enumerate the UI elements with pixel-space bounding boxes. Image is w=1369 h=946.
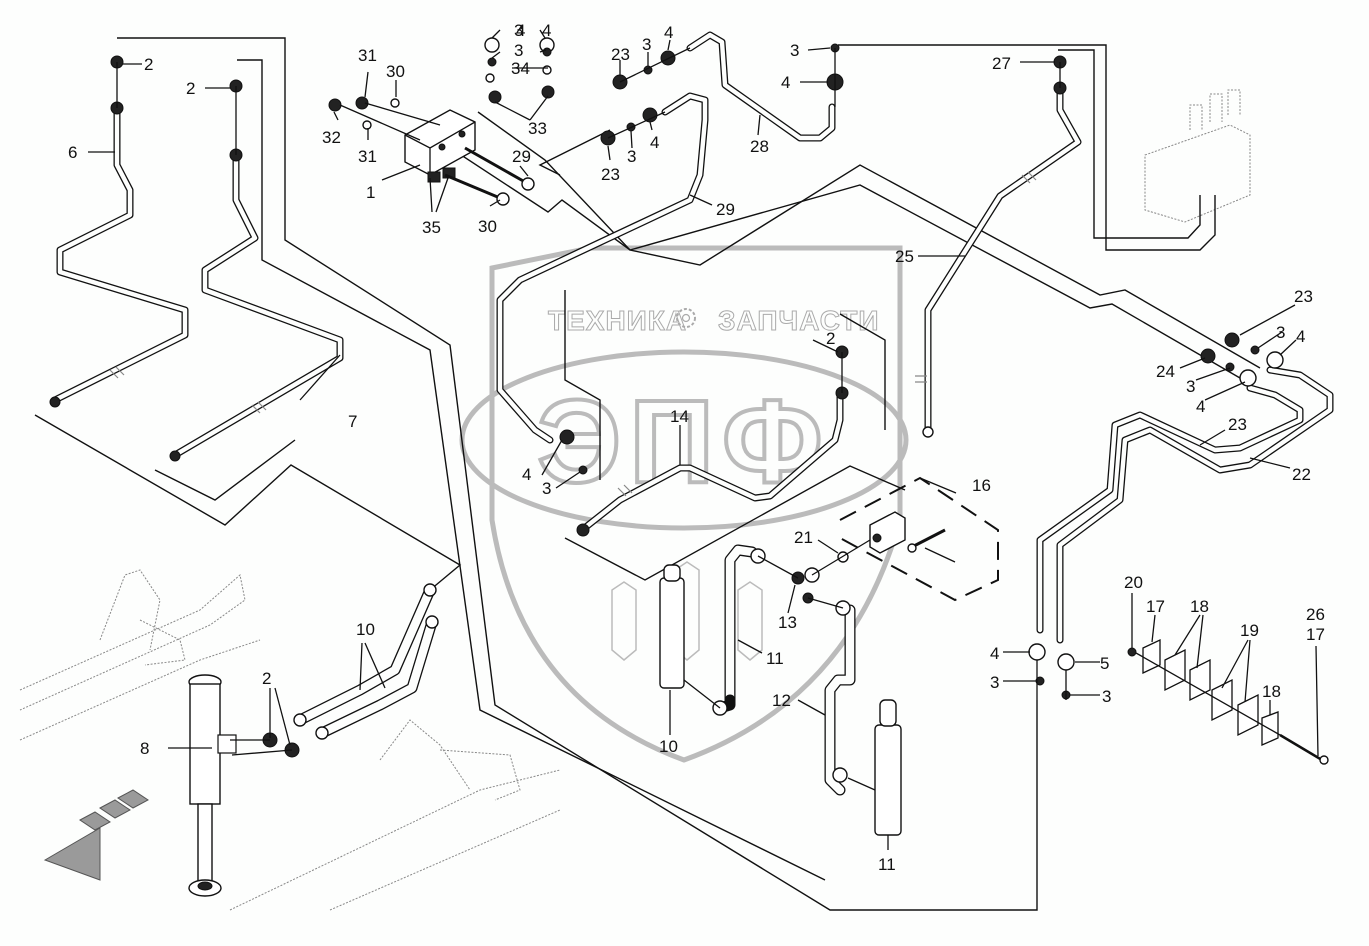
callout-label: 33 (528, 119, 547, 138)
callout-label: 3 (642, 35, 651, 54)
pipe-27 (686, 31, 836, 142)
callout-label: 6 (68, 143, 77, 162)
pipe-22 (1036, 384, 1304, 634)
chassis-outline (19, 89, 1251, 911)
leader-lines (88, 29, 1319, 850)
pipe-28 (496, 92, 709, 444)
valve-14-group (839, 476, 999, 602)
callout-label: 1 (366, 183, 375, 202)
callout-label: 2 (144, 55, 153, 74)
callout-label: 23 (1294, 287, 1313, 306)
callout-label: 30 (478, 217, 497, 236)
callout-label: 23 (611, 45, 630, 64)
callout-label: 14 (670, 407, 689, 426)
callout-label: 31 (358, 147, 377, 166)
pipe-24 (924, 84, 1082, 434)
callout-label: 13 (778, 613, 797, 632)
callout-label: 12 (772, 691, 791, 710)
callout-label: 2 (186, 79, 195, 98)
callout-label: 28 (750, 137, 769, 156)
callout-label: 4 (522, 465, 531, 484)
watermark-shield (489, 245, 903, 763)
callout-label: 29 (512, 147, 531, 166)
callout-label: 4 (990, 644, 999, 663)
callout-label: 21 (794, 528, 813, 547)
callout-label: 4 (516, 21, 525, 40)
callout-label: 3 (1186, 377, 1195, 396)
callout-label: 16 (972, 476, 991, 495)
callout-label: 3 (514, 21, 523, 40)
valve-block-1 (404, 109, 476, 183)
callout-label: 3 (990, 673, 999, 692)
callout-label: 11 (766, 649, 784, 668)
callout-label: 18 (1190, 597, 1209, 616)
fittings (49, 37, 1284, 791)
break-marks (109, 171, 1037, 497)
callout-label: 5 (1100, 654, 1109, 673)
callout-label: 4 (650, 133, 659, 152)
pipe-13 (578, 391, 844, 534)
callout-label: 2 (826, 329, 835, 348)
callout-label: 30 (386, 62, 405, 81)
callout-label: 3 (1276, 323, 1285, 342)
hose-11-left (714, 544, 758, 714)
callout-label: 4 (664, 23, 673, 42)
callout-label: 2 (262, 669, 271, 688)
hose-8 (294, 584, 438, 739)
cylinder-10-right (874, 699, 902, 836)
callout-label: 31 (358, 46, 377, 65)
cylinder-7 (188, 674, 237, 897)
pipe-21 (1056, 366, 1334, 644)
callout-label: 25 (895, 247, 914, 266)
callout-label: 4 (1196, 397, 1205, 416)
hoses (294, 544, 856, 796)
clamp-assembly (1127, 638, 1329, 765)
callout-label: 3 (1102, 687, 1111, 706)
callout-label: 4 (1296, 327, 1305, 346)
callout-label: 8 (140, 739, 149, 758)
callout-label: 17 (1306, 625, 1325, 644)
callout-label: 3 (627, 147, 636, 166)
callout-label: 24 (1156, 362, 1175, 381)
callout-labels: 2 2 2 2 3 3 3 3 3 3 3 3 3 3 4 4 4 4 4 4 … (68, 21, 1325, 874)
callout-label: 4 (542, 21, 551, 40)
watermark-text-right: ЗАПЧАСТИ (718, 305, 879, 336)
routing-lines (34, 37, 1261, 911)
pipes (51, 31, 1334, 644)
callout-label: 23 (1228, 415, 1247, 434)
callout-label: 10 (659, 737, 678, 756)
callout-label: 19 (1240, 621, 1259, 640)
callout-label: 35 (422, 218, 441, 237)
callout-label: 11 (878, 855, 896, 874)
callout-label: 20 (1124, 573, 1143, 592)
callout-label: 32 (322, 128, 341, 147)
watermark-logo-letters: ЭПФ (537, 376, 830, 508)
callout-label: 18 (1262, 682, 1281, 701)
cylinder-10-left (659, 564, 685, 689)
callout-label: 17 (1146, 597, 1165, 616)
direction-arrow-icon (43, 789, 149, 881)
hose-11-right (824, 604, 856, 796)
callout-label: 29 (716, 200, 735, 219)
callout-label: 26 (1306, 605, 1325, 624)
callout-label: 23 (601, 165, 620, 184)
gear-icon (676, 308, 696, 328)
callout-label: 3 (542, 479, 551, 498)
callout-label: 34 (511, 59, 530, 78)
callout-label: 3 (790, 41, 799, 60)
callout-label: 7 (348, 412, 357, 431)
callout-label: 4 (781, 73, 790, 92)
callout-label: 22 (1292, 465, 1311, 484)
callout-label: 3 (514, 41, 523, 60)
watermark-text-left: ТЕХНИКА (548, 305, 687, 336)
wheat-icon (611, 561, 763, 661)
pipe-5 (51, 104, 189, 404)
callout-label: 27 (992, 54, 1011, 73)
callout-label: 10 (356, 620, 375, 639)
